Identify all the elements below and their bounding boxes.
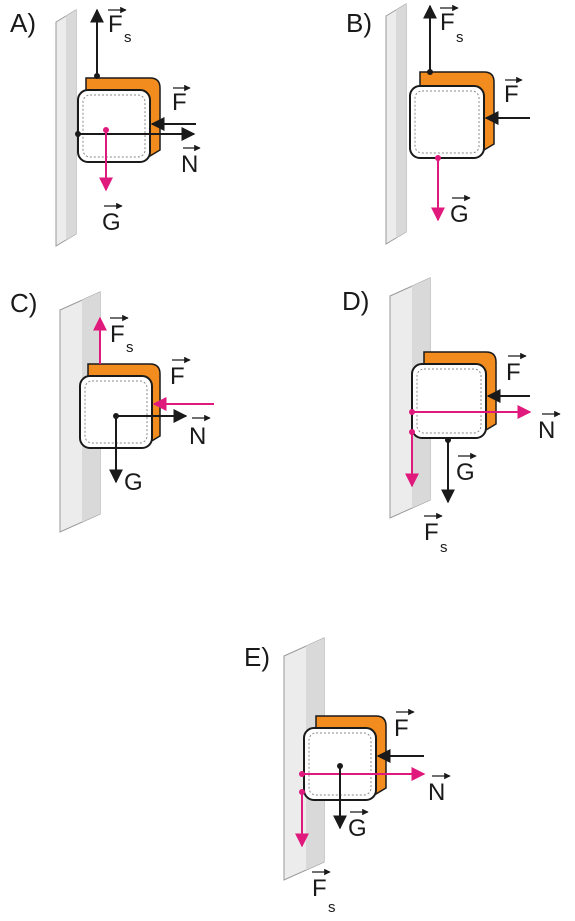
svg-text:G: G [456,459,475,486]
block [303,715,387,801]
block [409,71,495,159]
force-arrow-normal [409,405,532,419]
force-arrow-normal [75,127,196,141]
force-arrow-gravity [441,437,455,504]
label-applied: F [394,708,415,742]
svg-text:F: F [108,11,123,38]
force-arrow-gravity [431,155,445,222]
option-a: A) F s [10,6,201,247]
wall [385,3,407,245]
option-letter: A) [10,8,36,38]
force-arrow-friction [405,429,419,488]
label-gravity: G [450,194,471,228]
svg-text:F: F [506,359,521,386]
label-gravity: G [124,469,143,496]
block [411,351,497,439]
label-applied: F [504,76,523,108]
svg-text:s: s [440,539,448,556]
label-normal: N [538,410,561,444]
svg-text:F: F [170,363,185,390]
option-letter: B) [346,8,372,38]
svg-text:G: G [102,209,121,236]
label-applied: F [170,356,191,390]
label-normal: N [189,414,211,450]
block [79,363,161,449]
wall [55,9,77,247]
svg-text:s: s [328,899,336,916]
label-applied: F [506,352,527,386]
svg-text:N: N [538,417,555,444]
force-arrow-friction [90,8,104,79]
force-arrow-gravity [333,763,347,830]
svg-text:G: G [450,201,469,228]
force-arrow-friction [423,4,437,75]
svg-text:F: F [312,875,327,902]
label-friction: F s [440,4,464,46]
svg-text:N: N [189,423,206,450]
label-friction: F s [424,512,448,556]
svg-text:F: F [172,89,187,116]
svg-text:s: s [126,339,134,356]
label-applied: F [172,84,191,116]
label-friction: F s [108,6,132,46]
svg-text:G: G [348,815,367,842]
force-arrow-normal [299,767,426,781]
option-letter: D) [342,286,369,316]
option-c: C) F s F [10,288,214,533]
label-gravity: G [456,452,477,486]
force-arrow-gravity [99,127,113,192]
label-gravity: G [102,202,123,236]
label-normal: N [428,772,451,806]
svg-text:N: N [428,779,445,806]
option-d: D) F N [342,277,561,556]
label-normal: N [181,144,201,178]
label-friction: F s [312,868,336,916]
svg-text:s: s [456,29,464,46]
svg-text:N: N [181,151,198,178]
option-b: B) F s F G [346,3,530,245]
svg-text:F: F [424,519,439,546]
svg-text:F: F [394,715,409,742]
force-arrow-friction [295,789,309,848]
block [77,77,161,163]
option-e: E) F N [244,637,451,916]
option-letter: E) [244,642,270,672]
svg-text:s: s [124,29,132,46]
svg-text:F: F [110,321,125,348]
label-friction: F s [110,314,134,356]
label-gravity: G [348,808,369,842]
option-letter: C) [10,288,37,318]
svg-text:F: F [504,81,519,108]
svg-text:F: F [440,9,455,36]
